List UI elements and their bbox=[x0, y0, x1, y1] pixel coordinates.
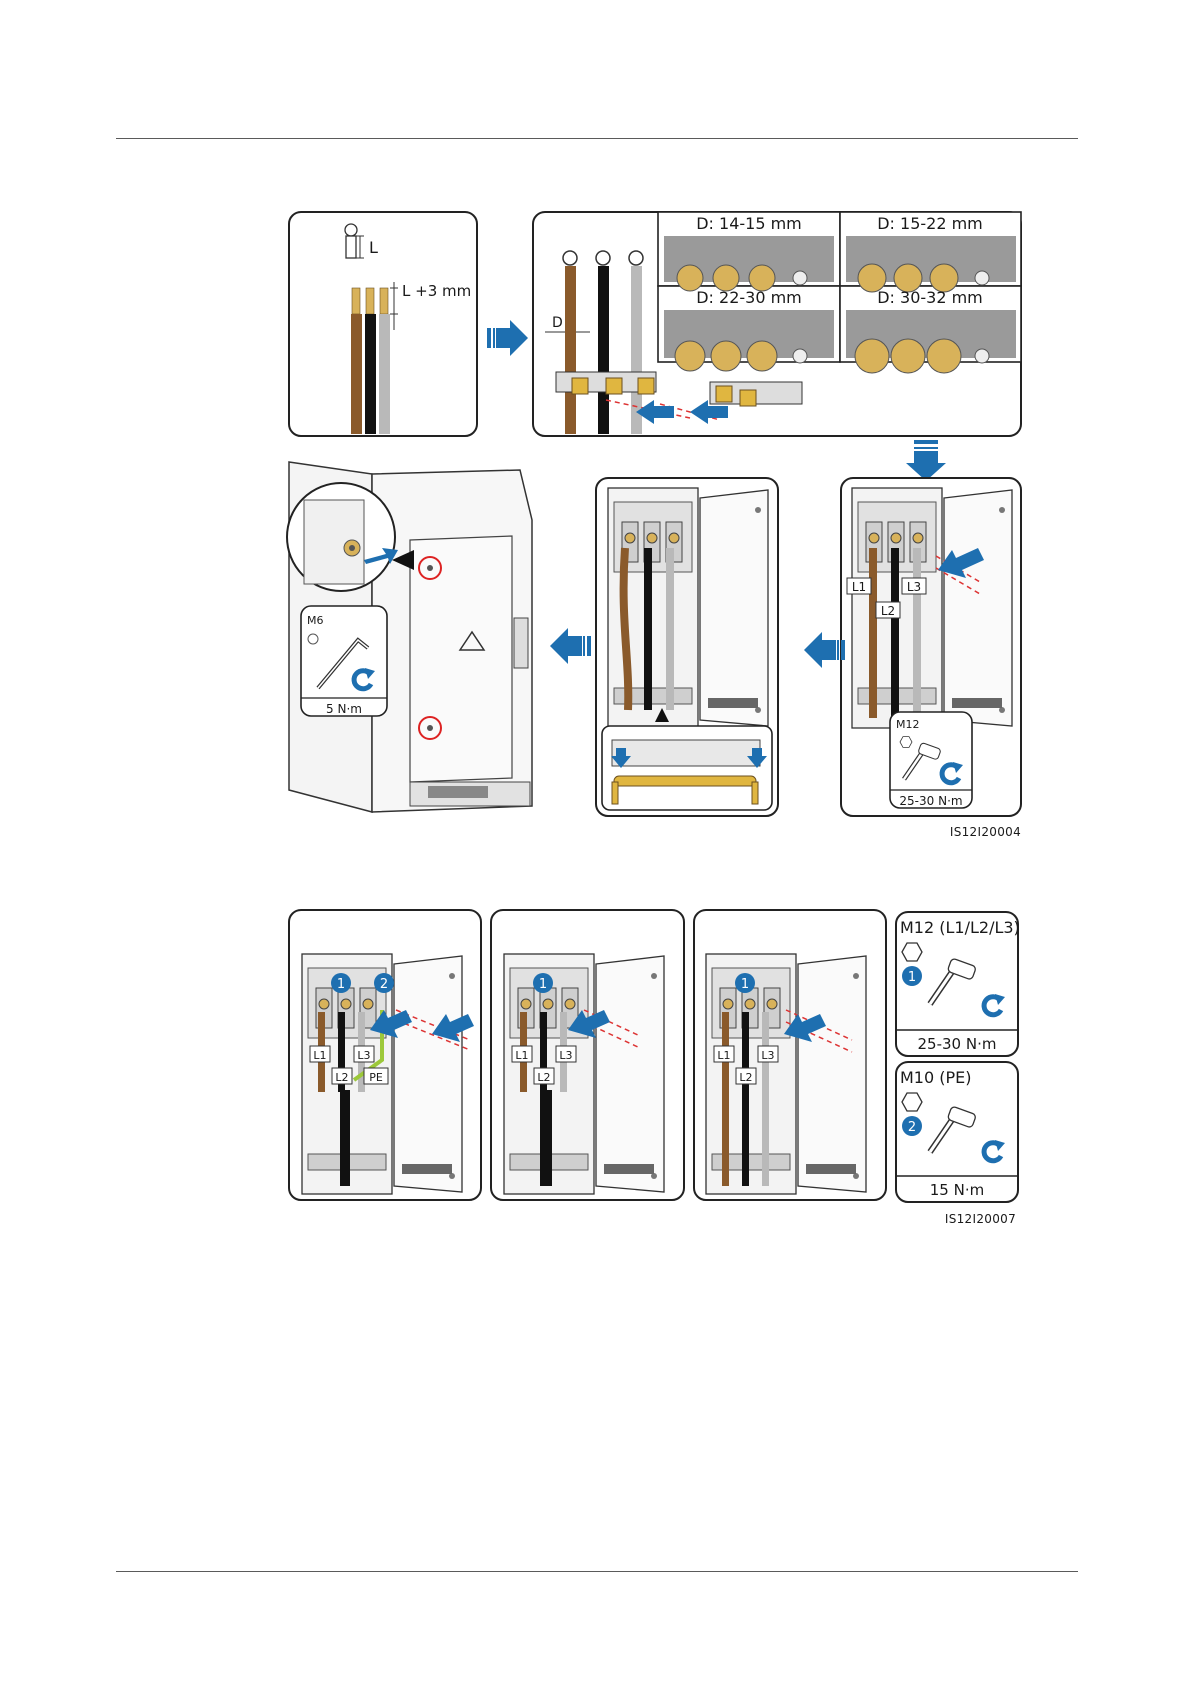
seal-detail-inset bbox=[602, 726, 772, 810]
phase-L2: L2 bbox=[881, 604, 895, 618]
m6-label: M6 bbox=[307, 614, 324, 627]
m12-torque-label: 25-30 N·m bbox=[899, 794, 962, 808]
m10-title: M10 (PE) bbox=[900, 1068, 972, 1087]
terminal-cabinet bbox=[706, 954, 866, 1194]
m12-title: M12 (L1/L2/L3) bbox=[900, 918, 1020, 937]
blue-arrow-icon bbox=[550, 628, 591, 664]
size-label-2: D: 15-22 mm bbox=[877, 214, 983, 233]
p1-L2: L2 bbox=[335, 1071, 348, 1084]
m12-label: M12 bbox=[896, 718, 920, 731]
figure-2: 1 2 L1 L2 L3 PE 1 L1 L2 L3 1 bbox=[289, 910, 1020, 1226]
p1-PE: PE bbox=[369, 1071, 383, 1084]
m10-torque-label: 15 N·m bbox=[930, 1181, 984, 1199]
p3-L3: L3 bbox=[761, 1049, 774, 1062]
dim-L-label: L bbox=[369, 238, 378, 257]
p1-L1: L1 bbox=[313, 1049, 326, 1062]
blue-arrow-icon bbox=[487, 320, 528, 356]
m6-torque-label: 5 N·m bbox=[326, 702, 362, 716]
dim-L3-label: L +3 mm bbox=[402, 282, 471, 300]
step-1-badge: 1 bbox=[741, 977, 749, 992]
terminal-cabinet bbox=[504, 954, 664, 1194]
step-1-badge: 1 bbox=[539, 977, 547, 992]
figure-1-code: IS12I20004 bbox=[950, 825, 1021, 839]
step-2-badge: 2 bbox=[380, 977, 388, 992]
p1-L3: L3 bbox=[357, 1049, 370, 1062]
blue-arrow-icon bbox=[804, 632, 845, 668]
figure-2-code: IS12I20007 bbox=[945, 1212, 1016, 1226]
size-label-3: D: 22-30 mm bbox=[696, 288, 802, 307]
p3-L2: L2 bbox=[739, 1071, 752, 1084]
m10-step-badge: 2 bbox=[908, 1120, 916, 1135]
step-1-badge: 1 bbox=[337, 977, 345, 992]
size-label-1: D: 14-15 mm bbox=[696, 214, 802, 233]
m12-torque-label: 25-30 N·m bbox=[918, 1035, 997, 1053]
blue-arrow-icon bbox=[906, 440, 946, 481]
p2-L1: L1 bbox=[515, 1049, 528, 1062]
phase-L1: L1 bbox=[852, 580, 866, 594]
p2-L2: L2 bbox=[537, 1071, 550, 1084]
m12-step-badge: 1 bbox=[908, 970, 916, 985]
p2-L3: L3 bbox=[559, 1049, 572, 1062]
figure-1: L L +3 mm D bbox=[287, 212, 1021, 839]
p3-L1: L1 bbox=[717, 1049, 730, 1062]
phase-L3: L3 bbox=[907, 580, 921, 594]
size-label-4: D: 30-32 mm bbox=[877, 288, 983, 307]
dim-D-label: D bbox=[552, 315, 563, 331]
